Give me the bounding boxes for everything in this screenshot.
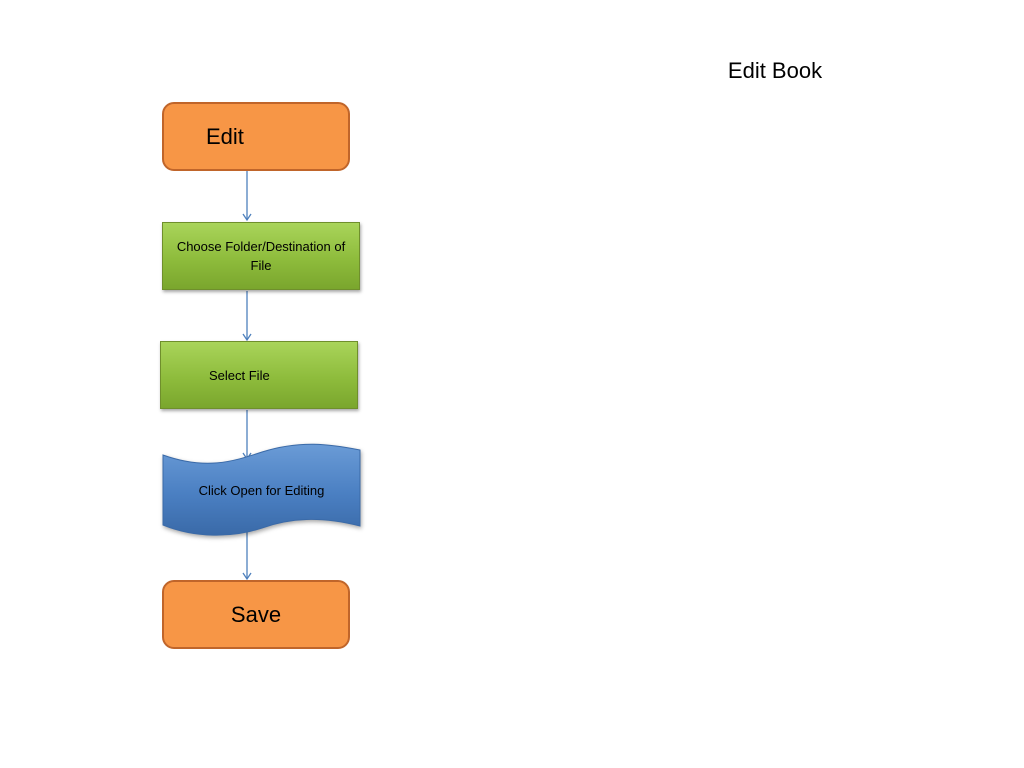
- click-open-node[interactable]: Click Open for Editing: [163, 470, 360, 510]
- save-node-label: Save: [230, 601, 282, 627]
- click-open-node-label: Click Open for Editing: [198, 482, 325, 498]
- edit-node[interactable]: Edit: [162, 102, 350, 171]
- save-node[interactable]: Save: [162, 580, 350, 649]
- page-title: Edit Book: [727, 58, 823, 83]
- choose-folder-node[interactable]: Choose Folder/Destination of File: [162, 222, 360, 290]
- edit-node-label: Edit: [206, 123, 244, 149]
- choose-folder-node-label: Choose Folder/Destination of File: [176, 239, 346, 273]
- click-open-shape: [162, 443, 361, 536]
- select-file-node-label: Select File: [209, 367, 270, 383]
- select-file-node[interactable]: Select File: [160, 341, 358, 409]
